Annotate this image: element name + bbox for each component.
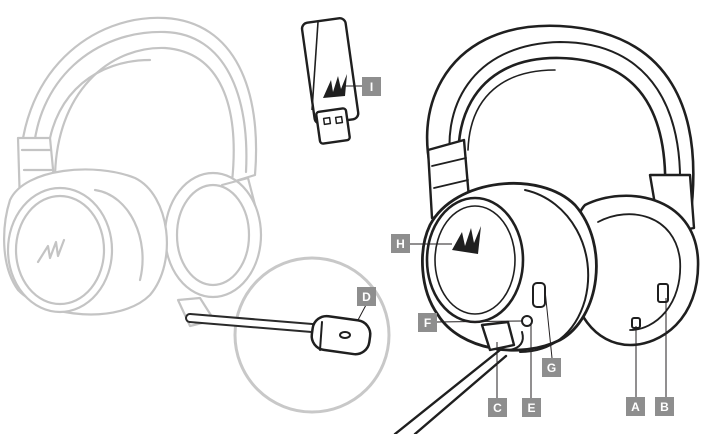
callout-E: E	[522, 398, 541, 417]
callout-C: C	[488, 398, 507, 417]
svg-text:D: D	[362, 290, 371, 304]
svg-text:G: G	[547, 361, 556, 375]
callout-A: A	[626, 397, 645, 416]
svg-text:F: F	[424, 316, 431, 330]
callout-B: B	[655, 397, 674, 416]
svg-text:H: H	[396, 237, 405, 251]
left-headset-illustration	[3, 16, 263, 328]
callout-leader-lines	[345, 85, 667, 398]
svg-text:A: A	[631, 400, 640, 414]
button-control	[532, 282, 546, 308]
svg-text:B: B	[660, 400, 669, 414]
callout-G: G	[542, 358, 561, 377]
callout-I: I	[362, 77, 381, 96]
svg-text:E: E	[527, 401, 535, 415]
svg-text:C: C	[493, 401, 502, 415]
wireless-usb-dongle	[300, 17, 360, 145]
corsair-logo-icon	[452, 226, 481, 254]
callout-F: F	[418, 313, 437, 332]
callout-H: H	[391, 234, 410, 253]
mic-detail-magnifier	[185, 256, 391, 414]
svg-text:I: I	[370, 80, 373, 94]
right-headset-illustration	[393, 24, 700, 434]
side-switch	[657, 283, 669, 303]
corsair-logo-icon	[323, 74, 347, 98]
callout-D: D	[357, 287, 376, 306]
